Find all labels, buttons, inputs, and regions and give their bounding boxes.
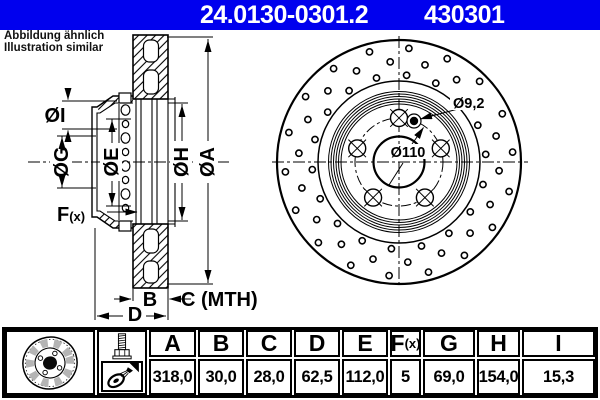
dim-label-c-mth: C (MTH) <box>181 289 258 311</box>
label-bolt-circle-dia: Ø110 <box>391 145 426 161</box>
col-header-a: A <box>149 330 196 357</box>
wheel-bolt-holes <box>348 108 450 207</box>
value-c: 28,0 <box>246 359 292 395</box>
part-number: 24.0130-0301.2 <box>200 1 369 29</box>
front-labels: Ø9,2 Ø110 <box>387 95 494 161</box>
type-number: 430301 <box>424 1 505 29</box>
dim-label-dia-a: ØA <box>197 147 219 177</box>
bolt-circle <box>354 117 444 207</box>
similarity-note: Abbildung ähnlich Illustration similar <box>4 30 105 54</box>
value-g: 69,0 <box>423 359 475 395</box>
dim-label-dia-i: ØI <box>44 105 65 127</box>
section-dimension-labels: ØA ØH ØE ØG ØI F(x) B C (MTH) D <box>44 105 257 326</box>
dim-label-dia-g: ØG <box>51 146 73 177</box>
brake-disc-illustration-image <box>22 335 78 390</box>
col-header-e: E <box>342 330 388 357</box>
col-header-c: C <box>246 330 292 357</box>
section-hatching-top <box>132 34 169 100</box>
value-b: 30,0 <box>198 359 244 395</box>
dim-label-b: B <box>143 289 157 311</box>
coated-disc-spray-icon <box>101 361 143 392</box>
section-view: ØA ØH ØE ØG ØI F(x) B C (MTH) D <box>28 34 258 326</box>
front-centerlines <box>272 36 528 288</box>
note-line-en: Illustration similar <box>4 41 104 54</box>
value-f: 5 <box>390 359 421 395</box>
spec-table: A B C D E F(x) G H I 318,0 30,0 28,0 62,… <box>2 327 598 398</box>
front-circles <box>275 38 523 286</box>
front-leader-lines <box>388 108 459 186</box>
col-header-f: F(x) <box>390 330 421 357</box>
dim-label-d: D <box>128 304 142 326</box>
dim-label-dia-h: ØH <box>171 147 193 177</box>
value-d: 62,5 <box>294 359 340 395</box>
col-header-h: H <box>477 330 520 357</box>
col-header-b: B <box>198 330 244 357</box>
mounting-bolt-icon <box>112 333 132 360</box>
fitting-icons-cell <box>97 330 147 395</box>
dim-label-backings <box>50 141 218 318</box>
value-h: 154,0 <box>477 359 520 395</box>
header-bar: 24.0130-0301.2 430301 <box>0 0 600 30</box>
col-header-i: I <box>522 330 595 357</box>
label-screw-hole-dia: Ø9,2 <box>453 96 484 112</box>
section-hatching-bottom <box>132 223 169 289</box>
value-a: 318,0 <box>149 359 196 395</box>
retaining-screw-hole <box>406 113 422 129</box>
drilled-holes <box>281 44 517 280</box>
dim-label-dia-e: ØE <box>101 148 123 177</box>
value-e: 112,0 <box>342 359 388 395</box>
col-header-d: D <box>294 330 340 357</box>
note-line-de: Abbildung ähnlich <box>4 30 105 42</box>
value-i: 15,3 <box>522 359 595 395</box>
dim-label-f: F(x) <box>57 204 85 226</box>
col-header-g: G <box>423 330 475 357</box>
front-view: Ø9,2 Ø110 <box>272 36 528 288</box>
section-extension-lines <box>57 36 213 320</box>
brake-disc-illustration <box>5 330 95 395</box>
section-dimension-arrows <box>58 40 212 320</box>
